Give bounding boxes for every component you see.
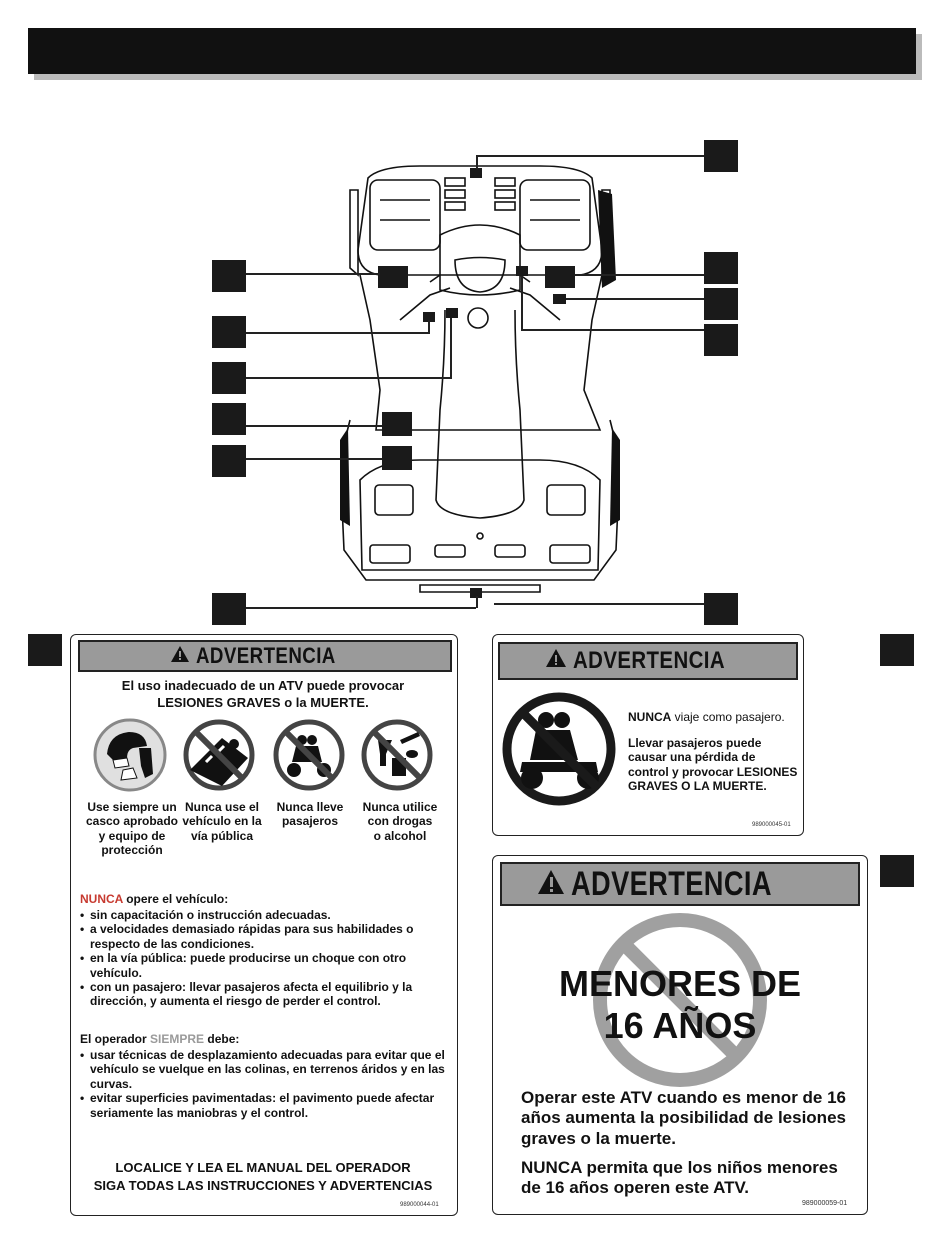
leader-line xyxy=(494,603,704,605)
header-bar xyxy=(28,28,916,74)
callout-box-bottom-left xyxy=(212,593,246,625)
leader-line xyxy=(521,276,523,330)
age-big-line1: MENORES DE xyxy=(558,963,802,1004)
always-pre: El operador xyxy=(80,1032,151,1046)
decal-tag-right-fender xyxy=(545,266,575,288)
icon-caption: Nunca use el vehículo en la vía pública xyxy=(182,800,262,843)
leader-line xyxy=(428,320,430,334)
para2-rest: permita que los niños menores de 16 años… xyxy=(521,1158,838,1198)
leader-line xyxy=(476,155,478,169)
leader-line xyxy=(246,332,428,334)
decal-tag-side-lower xyxy=(382,446,412,470)
warning-heading-bar: ADVERTENCIA xyxy=(500,862,860,906)
list-item: con un pasajero: llevar pasajeros afecta… xyxy=(80,980,450,1009)
callout-box-right-1 xyxy=(704,252,738,284)
part-number: 989000045-01 xyxy=(752,822,791,828)
always-list: usar técnicas de desplazamiento adecuada… xyxy=(80,1048,450,1120)
callout-box-right-2 xyxy=(704,288,738,320)
always-heading: El operador SIEMPRE debe: xyxy=(80,1032,239,1046)
helmet-boots-icon xyxy=(93,718,167,792)
intro-line2: LESIONES GRAVES o la MUERTE. xyxy=(157,695,369,710)
no-passenger-icon xyxy=(502,692,616,806)
leader-line xyxy=(566,298,704,300)
callout-box-panel-age xyxy=(880,855,914,887)
list-item: evitar superficies pavimentadas: el pavi… xyxy=(80,1091,450,1120)
always-post: debe: xyxy=(204,1032,240,1046)
no-drugs-alcohol-icon xyxy=(361,719,433,791)
list-item: usar técnicas de desplazamiento adecuada… xyxy=(80,1048,450,1091)
callout-box-left-2 xyxy=(212,316,246,348)
list-item: a velocidades demasiado rápidas para sus… xyxy=(80,922,450,951)
decal-tag-center xyxy=(446,308,458,318)
leader-line xyxy=(246,377,451,379)
decal-tag-front-rack xyxy=(470,168,482,178)
part-number: 989000044-01 xyxy=(400,1202,439,1208)
part-number: 989000059-01 xyxy=(802,1200,848,1207)
leader-line xyxy=(450,318,452,379)
icon-caption: Nunca utilice con drogas o alcohol xyxy=(362,800,438,843)
icon-caption: Use siempre un casco aprobado y equipo d… xyxy=(85,800,179,858)
line1-rest: viaje como pasajero. xyxy=(671,710,785,724)
intro-line1: El uso inadecuado de un ATV puede provoc… xyxy=(121,678,405,693)
warning-heading-bar: ADVERTENCIA xyxy=(498,642,798,680)
leader-line xyxy=(476,155,704,157)
decal-tag-side-upper xyxy=(382,412,412,436)
callout-box-bottom-right xyxy=(704,593,738,625)
age-paragraph-1: Operar este ATV cuando es menor de 16 añ… xyxy=(521,1088,847,1148)
leader-line xyxy=(574,274,704,276)
leader-line xyxy=(246,607,476,609)
list-item: en la vía pública: puede producirse un c… xyxy=(80,951,450,980)
warning-heading-text: ADVERTENCIA xyxy=(195,643,336,668)
always-word: SIEMPRE xyxy=(150,1032,205,1046)
warning-triangle-icon xyxy=(170,643,190,669)
warning-heading-bar: ADVERTENCIA xyxy=(78,640,452,672)
callout-box-left-3 xyxy=(212,362,246,394)
leader-line xyxy=(246,273,380,275)
warning-triangle-icon xyxy=(537,865,565,904)
age-paragraph-2: NUNCA permita que los niños menores de 1… xyxy=(521,1158,857,1199)
warning-heading-text: ADVERTENCIA xyxy=(571,864,773,903)
never-list: sin capacitación o instrucción adecuadas… xyxy=(80,908,450,1009)
leader-line xyxy=(246,458,382,460)
never-word: NUNCA xyxy=(628,710,672,724)
never-word: NUNCA xyxy=(80,892,123,906)
callout-box-left-5 xyxy=(212,445,246,477)
footer-line1: LOCALICE Y LEA EL MANUAL DEL OPERADOR xyxy=(115,1160,411,1175)
callout-box-right-3 xyxy=(704,324,738,356)
decal-tag-handlebar-right xyxy=(516,266,528,276)
no-public-road-icon xyxy=(183,719,255,791)
never-rest: opere el vehículo: xyxy=(122,892,229,906)
prohibition-circle-icon xyxy=(593,913,767,1087)
callout-box-panel-passenger xyxy=(880,634,914,666)
decal-tag-left-fender xyxy=(378,266,408,288)
warning-heading-text: ADVERTENCIA xyxy=(572,647,725,674)
footer-line2: SIGA TODAS LAS INSTRUCCIONES Y ADVERTENC… xyxy=(93,1178,433,1193)
passenger-paragraph: Llevar pasajeros puede causar una pérdid… xyxy=(628,736,798,794)
never-heading: NUNCA opere el vehículo: xyxy=(80,892,228,906)
callout-box-left-1 xyxy=(212,260,246,292)
callout-box-top-right xyxy=(704,140,738,172)
icon-caption: Nunca lleve pasajeros xyxy=(276,800,344,829)
decal-tag-rear xyxy=(470,588,482,598)
passenger-line1: NUNCA viaje como pasajero. xyxy=(628,710,796,724)
atv-top-view-diagram xyxy=(340,165,620,593)
callout-box-panel-small xyxy=(28,634,62,666)
leader-line xyxy=(246,425,382,427)
warning-triangle-icon xyxy=(545,647,567,675)
leader-line xyxy=(521,329,704,331)
callout-box-left-4 xyxy=(212,403,246,435)
decal-tag-right-lower xyxy=(553,294,566,304)
no-passenger-icon xyxy=(273,719,345,791)
age-big-line2: 16 AÑOS xyxy=(603,1005,757,1046)
leader-line xyxy=(476,596,478,608)
never-word: NUNCA xyxy=(521,1158,582,1177)
list-item: sin capacitación o instrucción adecuadas… xyxy=(80,908,450,923)
decal-tag-handlebar-left xyxy=(423,312,435,322)
